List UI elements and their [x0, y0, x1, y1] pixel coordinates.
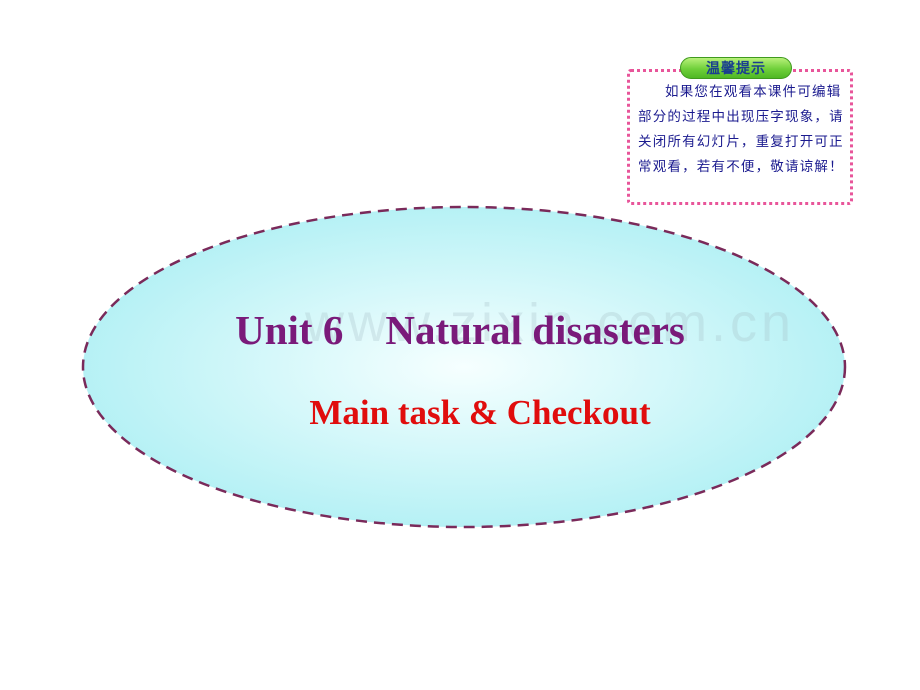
page-title: Unit 6 Natural disasters [0, 306, 920, 354]
unit-label: Unit 6 [235, 307, 344, 353]
topic-label: Natural disasters [385, 307, 685, 353]
notice-box [627, 69, 853, 205]
page-subtitle: Main task & Checkout [309, 393, 651, 432]
notice-tab: 温馨提示 [680, 57, 792, 79]
notice-text: 如果您在观看本课件可编辑部分的过程中出现压字现象，请关闭所有幻灯片，重复打开可正… [638, 84, 844, 175]
watermark: www.zixin.com.cn [305, 293, 796, 353]
